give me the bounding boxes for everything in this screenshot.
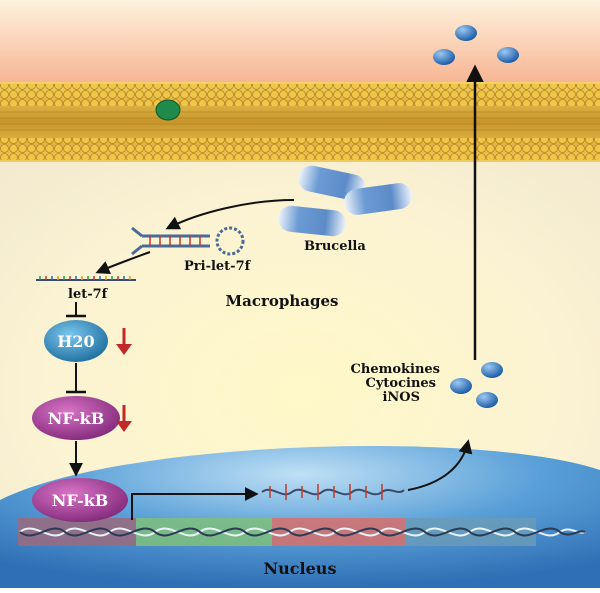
secreted-dot xyxy=(481,362,503,378)
nucleus-shape xyxy=(0,446,600,588)
inos-label: iNOS xyxy=(382,390,420,405)
secreted-molecules-cytoplasm xyxy=(450,362,503,408)
bacterium-icon xyxy=(344,183,412,215)
h20-label: H20 xyxy=(57,332,94,351)
brucella-bacteria xyxy=(278,165,412,237)
h20-node xyxy=(44,320,108,362)
brucella-label: Brucella xyxy=(304,239,366,254)
let-7f-label: let-7f xyxy=(68,287,109,302)
h20-down-arrow-icon xyxy=(116,328,132,355)
product-labels: Chemokines Cytocines iNOS xyxy=(351,362,440,405)
secreted-dot xyxy=(433,49,455,65)
nfkb-nucleus-node xyxy=(32,478,128,522)
nucleus-label: Nucleus xyxy=(264,559,337,578)
inhibition-h20-nfkb xyxy=(66,363,86,394)
let-7f-strand-icon xyxy=(36,276,136,281)
secreted-dot xyxy=(450,378,472,394)
cytocines-label: Cytocines xyxy=(366,376,436,391)
nfkb-down-arrow-icon xyxy=(116,405,132,432)
dna-strip xyxy=(18,518,586,546)
nfkb-nucleus-label: NF-kB xyxy=(52,491,109,510)
secreted-dot xyxy=(476,392,498,408)
bacterium-icon xyxy=(278,205,346,237)
pri-let-7f-hairpin-icon xyxy=(131,226,245,256)
secreted-molecules-extracellular xyxy=(433,25,519,65)
cell-membrane xyxy=(0,82,600,162)
nfkb-cytoplasm-node xyxy=(32,396,120,440)
arrow-transcription-to-products xyxy=(407,439,473,491)
chemokines-label: Chemokines xyxy=(351,362,440,377)
macrophages-label: Macrophages xyxy=(226,292,339,310)
arrow-nfkb-to-transcription xyxy=(131,487,259,520)
arrow-prilet7f-to-let7f xyxy=(95,251,151,275)
secreted-dot xyxy=(497,47,519,63)
pri-let-7f-label: Pri-let-7f xyxy=(184,259,252,274)
bacterium-icon xyxy=(298,165,366,201)
arrow-brucella-to-prilet7f xyxy=(165,199,295,230)
nfkb-cytoplasm-label: NF-kB xyxy=(48,409,105,428)
mrna-strand xyxy=(261,484,405,500)
secreted-dot xyxy=(455,25,477,41)
inhibition-let7f-h20 xyxy=(66,302,86,318)
membrane-particle-icon xyxy=(155,99,181,121)
